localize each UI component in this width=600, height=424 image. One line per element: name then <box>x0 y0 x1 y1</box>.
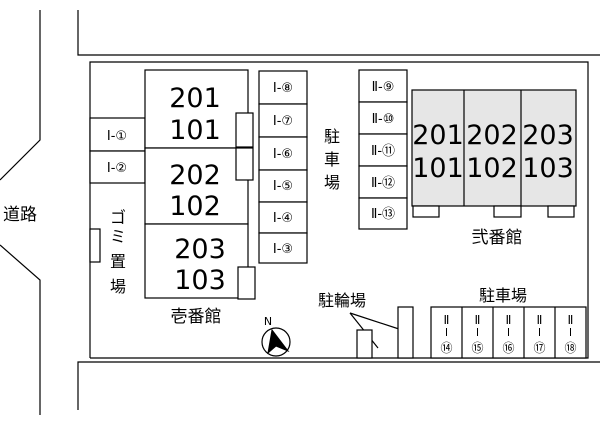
bicycle-parking: 駐輪場 <box>318 291 414 359</box>
space-label: Ⅱ-⑩ <box>372 112 395 127</box>
space-label: Ⅰ-① <box>107 129 127 144</box>
space-label-bottom: ⑮ <box>471 341 483 355</box>
parking-label-char: 駐 <box>324 127 340 146</box>
bicycle-parking-label: 駐輪場 <box>318 291 366 310</box>
unit-number: 101 <box>169 115 221 146</box>
space-label-bottom: ⑱ <box>564 341 576 355</box>
unit-number: 201 <box>169 83 221 114</box>
space-label-bottom: ⑯ <box>502 341 514 355</box>
parking-spaces-left: Ⅰ-① Ⅰ-② <box>89 117 146 184</box>
unit-number: 102 <box>169 191 221 222</box>
parking-label-char: 場 <box>324 173 340 192</box>
unit-number: 203 <box>522 120 574 151</box>
parking-label-bottom: 駐車場 <box>479 286 527 305</box>
garbage-area-marker <box>89 228 101 263</box>
parking-label-center: 駐 車 場 <box>324 127 340 192</box>
compass-north-icon: N <box>261 315 291 357</box>
unit-number: 103 <box>522 153 574 184</box>
unit-number: 202 <box>169 160 221 191</box>
space-label: Ⅰ-② <box>107 161 127 176</box>
space-label-top: Ⅱ <box>506 313 512 327</box>
parking-label-char: 車 <box>324 150 340 169</box>
garbage-label-char: 置 <box>110 252 126 271</box>
unit-number: 202 <box>466 120 518 151</box>
space-label-top: Ⅱ <box>475 313 481 327</box>
unit-number: 103 <box>174 265 226 296</box>
building-2: 201 101 202 102 203 103 <box>411 89 577 218</box>
unit-number: 102 <box>466 153 518 184</box>
space-label: Ⅰ-⑥ <box>273 147 293 162</box>
parking-spaces-bottom: Ⅱ ⑭ Ⅱ ⑮ Ⅱ ⑯ Ⅱ ⑰ Ⅱ ⑱ <box>430 306 587 359</box>
road-label: 道路 <box>3 205 37 225</box>
garbage-label-char: ミ <box>110 227 126 246</box>
garbage-area-label: ゴ ミ 置 場 <box>110 208 126 296</box>
garbage-label-char: 場 <box>110 277 126 296</box>
space-label: Ⅰ-④ <box>273 211 293 226</box>
space-label-top: Ⅱ <box>444 313 450 327</box>
space-label: Ⅰ-③ <box>273 242 293 257</box>
parking-spaces-column-2: Ⅱ-⑨ Ⅱ-⑩ Ⅱ-⑪ Ⅱ-⑫ Ⅱ-⑬ <box>358 69 408 230</box>
space-label: Ⅱ-⑫ <box>371 176 395 191</box>
space-label: Ⅰ-⑦ <box>273 114 293 129</box>
space-label: Ⅰ-⑧ <box>273 81 293 96</box>
building-1-name: 壱番館 <box>171 307 222 327</box>
parking-spaces-column-1: Ⅰ-⑧ Ⅰ-⑦ Ⅰ-⑥ Ⅰ-⑤ Ⅰ-④ Ⅰ-③ <box>258 70 308 264</box>
space-label-top: Ⅱ <box>537 313 543 327</box>
space-label: Ⅰ-⑤ <box>273 179 293 194</box>
building-1: 201 101 202 102 203 103 <box>144 69 256 300</box>
garbage-label-char: ゴ <box>110 208 126 227</box>
space-label: Ⅱ-⑪ <box>371 144 395 159</box>
space-label-top: Ⅱ <box>568 313 574 327</box>
unit-number: 203 <box>174 234 226 265</box>
space-label-bottom: ⑭ <box>440 341 452 355</box>
space-label: Ⅱ-⑬ <box>371 207 395 222</box>
space-label-bottom: ⑰ <box>533 341 545 355</box>
building-2-name: 弐番館 <box>472 228 523 248</box>
space-label: Ⅱ-⑨ <box>372 80 395 95</box>
unit-number: 101 <box>412 153 464 184</box>
unit-number: 201 <box>412 120 464 151</box>
compass-label: N <box>264 315 272 328</box>
